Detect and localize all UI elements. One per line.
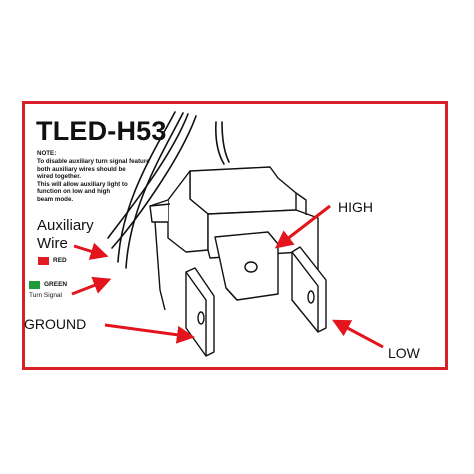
ground-terminal	[185, 267, 215, 357]
product-title: TLED-H53	[36, 116, 167, 146]
diagram-frame	[22, 101, 448, 370]
red-wire-label: RED	[53, 257, 67, 264]
ground-label: GROUND	[24, 316, 87, 332]
high-terminal	[214, 231, 279, 301]
arrow-ground	[104, 323, 195, 344]
green-wire-label: GREEN	[44, 281, 68, 288]
callout-arrows	[71, 204, 384, 349]
arrow-low	[332, 319, 384, 349]
red-wire-swatch	[38, 257, 49, 265]
auxiliary-label: Auxiliary	[37, 217, 94, 234]
note-heading: NOTE:	[37, 150, 57, 157]
note-text: To disable auxiliary turn signal feature…	[37, 158, 150, 203]
wire-bundle	[107, 111, 230, 269]
high-label: HIGH	[338, 199, 373, 215]
arrow-green-wire	[71, 276, 112, 296]
wire-label: Wire	[37, 235, 68, 252]
turn-signal-label: Turn Signal	[29, 292, 62, 299]
low-terminal	[291, 246, 327, 333]
arrow-high	[274, 204, 331, 249]
green-wire-swatch	[29, 281, 40, 289]
connector-body	[149, 166, 319, 311]
arrow-red-wire	[73, 242, 109, 260]
low-label: LOW	[388, 345, 420, 361]
